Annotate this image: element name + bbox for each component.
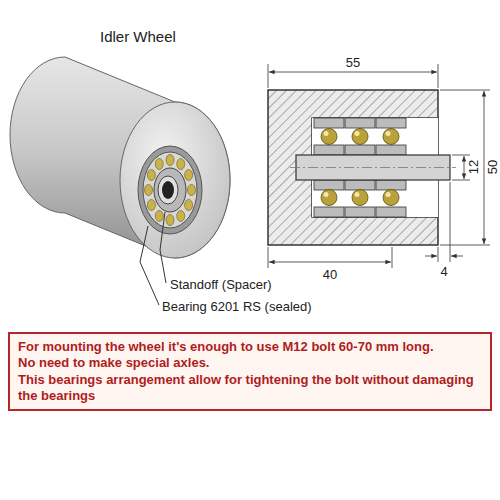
bearing-ball — [145, 185, 153, 196]
part-label: Standoff (Spacer) — [170, 278, 272, 293]
dimension-lines — [268, 64, 490, 268]
bearing-ball — [177, 210, 185, 221]
diagram-title: Idler Wheel — [100, 28, 176, 45]
bearing-ball — [185, 200, 193, 211]
note-text: No need to make special axles. — [18, 355, 482, 371]
bearing-ball — [166, 215, 174, 226]
note-box: For mounting the wheel it's enough to us… — [8, 332, 492, 411]
dimension-label: 55 — [345, 56, 361, 71]
wheel-3d — [10, 57, 230, 258]
note-text: This bearings arrangement allow for tigh… — [18, 372, 482, 405]
leader-line — [140, 226, 159, 305]
bearing-ball — [166, 155, 174, 166]
bearing-ball — [188, 185, 196, 196]
dimension-label: 4 — [439, 265, 448, 280]
leader-line — [160, 212, 166, 283]
bearing-ball — [185, 170, 193, 181]
dimension-label: 40 — [322, 268, 338, 283]
dimension-label: 12 — [467, 159, 482, 175]
bearing-ball — [147, 170, 155, 181]
note-text: For mounting the wheel it's enough to us… — [18, 339, 482, 355]
bearing-ball — [155, 210, 163, 221]
bearing-ball — [147, 200, 155, 211]
cross-section — [268, 90, 456, 245]
bearing-ball — [155, 159, 163, 170]
bearing-ball — [177, 159, 185, 170]
part-label: Bearing 6201 RS (sealed) — [162, 300, 312, 315]
dimension-label: 50 — [486, 159, 500, 175]
